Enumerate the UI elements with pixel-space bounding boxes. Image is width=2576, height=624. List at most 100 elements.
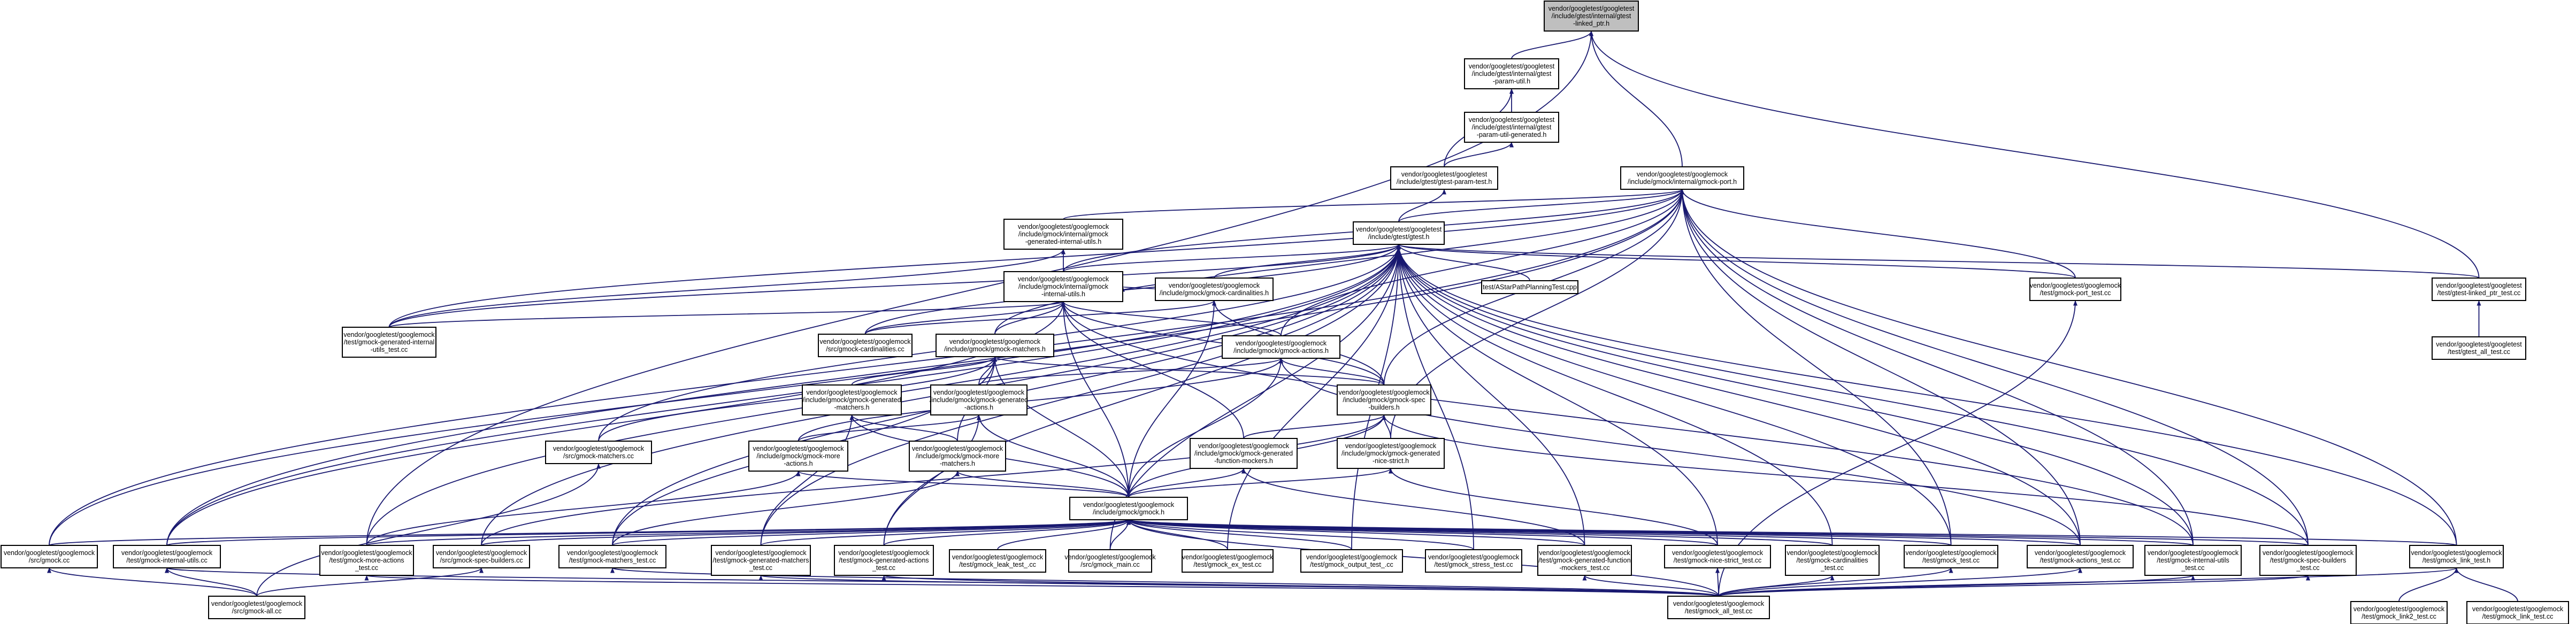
graph-node[interactable]: vendor/googletest/googlemock/src/gmock-s… (433, 545, 530, 568)
node-label-line: -internal-utils.h (1041, 290, 1085, 298)
node-box (930, 384, 1028, 415)
node-label-line: vendor/googletest/googlemock (1169, 282, 1260, 289)
node-label-line: vendor/googletest/googlemock (1345, 442, 1437, 450)
dependency-edge (365, 575, 1719, 597)
dependency-edge (760, 519, 1131, 546)
graph-node[interactable]: vendor/googletest/googlemock/test/gmock_… (949, 549, 1046, 573)
graph-node[interactable]: vendor/googletest/googletest/include/gte… (1464, 58, 1559, 89)
dependency-edge (1126, 519, 1352, 550)
graph-node[interactable]: vendor/googletest/googlemock/test/gmock_… (2466, 601, 2569, 624)
node-box (1, 545, 98, 568)
graph-node[interactable]: vendor/googletest/googlemock/src/gmock-a… (208, 596, 305, 619)
node-label-line: /include/gmock/gmock-matchers.h (944, 345, 1046, 353)
node-box (1425, 549, 1522, 573)
dependency-edge (1243, 414, 1386, 439)
graph-node[interactable]: vendor/googletest/googlemock/test/gmock-… (2259, 545, 2357, 576)
graph-node[interactable]: vendor/googletest/googlemock/include/gmo… (1337, 438, 1445, 469)
dependency-edge (1279, 358, 2081, 546)
dependency-edge (1126, 519, 1719, 597)
graph-node[interactable]: vendor/googletest/googlemock/src/gmock.c… (1, 545, 98, 568)
dependency-edge (851, 356, 997, 386)
graph-node[interactable]: vendor/googletest/googletest/test/gtest_… (2432, 336, 2526, 360)
dependency-edge (1279, 358, 1385, 386)
graph-node[interactable]: vendor/googletest/googlemock/test/gmock-… (2027, 545, 2134, 568)
graph-node[interactable]: vendor/googletest/googlemock/include/gmo… (802, 384, 902, 415)
graph-node[interactable]: vendor/googletest/googlemock/test/gmock_… (1425, 549, 1522, 573)
node-label-line: /src/gmock-matchers.cc (563, 452, 634, 460)
node-box (1667, 596, 1770, 619)
graph-node[interactable]: vendor/googletest/googlemock/src/gmock-c… (818, 334, 913, 357)
graph-node[interactable]: vendor/googletest/googletest/test/gtest-… (2432, 278, 2526, 301)
graph-node[interactable]: vendor/googletest/googlemock/include/gmo… (1222, 335, 1340, 359)
graph-node[interactable]: vendor/googletest/googlemock/test/gmock-… (2144, 545, 2242, 576)
dependency-edge (388, 301, 1065, 328)
graph-node[interactable]: vendor/googletest/googlemock/include/gmo… (930, 384, 1028, 415)
dependency-edge (1227, 244, 1401, 550)
graph-node[interactable]: vendor/googletest/googlemock/test/gmock-… (1785, 545, 1880, 576)
graph-node[interactable]: test/AStarPathPlanningTest.cpp (1481, 280, 1578, 294)
dependency-edge (1397, 244, 2309, 546)
node-label-line: /test/gmock_output_test_.cc (1310, 561, 1393, 568)
graph-node[interactable]: vendor/googletest/googlemock/include/gmo… (1337, 384, 1431, 415)
graph-node[interactable]: vendor/googletest/googlemock/test/gmock-… (342, 327, 436, 358)
dependency-edge (1718, 575, 2195, 597)
node-box (802, 384, 902, 415)
dependency-edge (1061, 301, 1129, 498)
dependency-edge (1511, 30, 1593, 59)
node-box (1537, 545, 1632, 576)
graph-node[interactable]: vendor/googletest/googlemock/include/gmo… (1190, 438, 1298, 469)
graph-node[interactable]: vendor/googletest/googlemock/test/gmock-… (558, 545, 666, 568)
graph-node[interactable]: vendor/googletest/googlemock/test/gmock_… (1300, 549, 1403, 573)
graph-node[interactable]: vendor/googletest/googlemock/include/gmo… (1069, 497, 1188, 520)
graph-node[interactable]: vendor/googletest/googlemock/include/gmo… (909, 441, 1006, 472)
graph-node[interactable]: vendor/googletest/googletest/include/gte… (1544, 1, 1639, 32)
graph-node[interactable]: vendor/googletest/googlemock/include/gmo… (936, 334, 1054, 357)
node-box (1785, 545, 1880, 576)
graph-node[interactable]: vendor/googletest/googlemock/test/gmock_… (1667, 596, 1770, 619)
dependency-edge (1126, 519, 2309, 546)
node-label-line: /test/gmock-generated-actions (839, 557, 929, 564)
node-label-line: vendor/googletest/googlemock (1428, 553, 1520, 561)
graph-node[interactable]: vendor/googletest/googlemock/test/gmock-… (319, 545, 414, 576)
node-label-line: /test/gmock_test.cc (1922, 557, 1980, 564)
graph-node[interactable]: vendor/googletest/googletest/include/gte… (1390, 166, 1498, 190)
graph-node[interactable]: vendor/googletest/googlemock/test/gmock-… (711, 545, 811, 576)
dependency-edge (1589, 30, 2480, 279)
node-box (1481, 280, 1578, 294)
node-label-line: /include/gmock/gmock-more (756, 452, 840, 460)
graph-node[interactable]: vendor/googletest/googlemock/include/gmo… (1155, 278, 1274, 301)
dependency-edge (849, 414, 958, 442)
graph-node[interactable]: vendor/googletest/googlemock/test/gmock-… (113, 545, 221, 568)
graph-node[interactable]: vendor/googletest/googlemock/test/gmock_… (2409, 545, 2504, 568)
graph-node[interactable]: vendor/googletest/googlemock/include/gmo… (1620, 166, 1744, 190)
node-box (2029, 278, 2121, 301)
node-label-line: /test/gtest-linked_ptr_test.cc (2437, 289, 2521, 297)
graph-node[interactable]: vendor/googletest/googlemock/src/gmock_m… (1064, 549, 1156, 573)
dependency-edge (1397, 244, 1952, 546)
node-label-line: /include/gmock/internal/gmock (1018, 230, 1109, 238)
graph-node[interactable]: vendor/googletest/googlemock/test/gmock_… (1182, 549, 1274, 573)
node-box (1003, 271, 1123, 302)
node-label-line: _test.cc (355, 564, 378, 572)
graph-node[interactable]: vendor/googletest/googlemock/include/gmo… (1003, 219, 1123, 250)
graph-node[interactable]: vendor/googletest/googlemock/test/gmock-… (1537, 545, 1632, 576)
dependency-edge (864, 301, 1065, 335)
node-box (2432, 336, 2526, 360)
graph-node[interactable]: vendor/googletest/googlemock/test/gmock-… (1664, 545, 1771, 568)
node-box (319, 545, 414, 576)
graph-node[interactable]: vendor/googletest/googletest/include/gte… (1353, 221, 1445, 245)
graph-node[interactable]: vendor/googletest/googlemock/test/gmock_… (2350, 601, 2448, 624)
dependency-edge (166, 189, 1684, 546)
graph-node[interactable]: vendor/googletest/googlemock/test/gmock-… (834, 545, 934, 576)
dependency-edge (1718, 567, 2458, 597)
graph-node[interactable]: vendor/googletest/googlemock/include/gmo… (748, 441, 848, 472)
node-label-line: -linked_ptr.h (1573, 20, 1609, 27)
node-label-line: /src/gmock_main.cc (1080, 561, 1139, 568)
graph-node[interactable]: vendor/googletest/googlemock/src/gmock-m… (545, 441, 652, 464)
node-label-line: vendor/googletest/googletest (1356, 226, 1442, 233)
graph-node[interactable]: vendor/googletest/googletest/include/gte… (1464, 112, 1559, 143)
node-label-line: vendor/googletest/googlemock (1198, 442, 1290, 450)
graph-node[interactable]: vendor/googletest/googlemock/test/gmock_… (1904, 545, 1998, 568)
graph-node[interactable]: vendor/googletest/googlemock/test/gmock-… (2029, 278, 2121, 301)
graph-node[interactable]: vendor/googletest/googlemock/include/gmo… (1003, 271, 1123, 302)
